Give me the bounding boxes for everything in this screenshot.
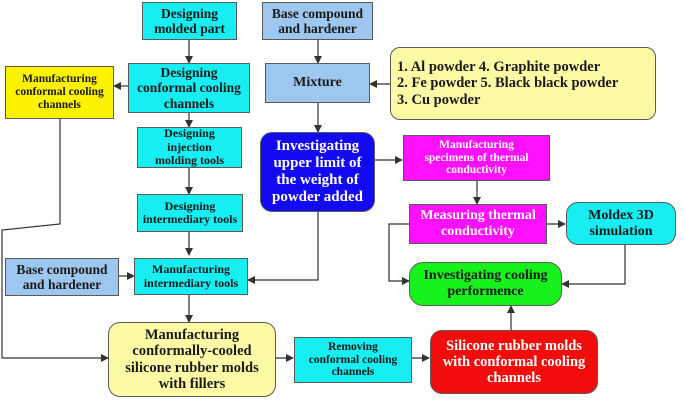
node-silicone-molds-channels: Silicone rubber molds with conformal coo… <box>430 330 598 394</box>
node-designing-molded-part: Designing molded part <box>142 2 237 40</box>
node-label: Mixture <box>293 75 342 91</box>
node-removing-conformal-channels: Removing conformal cooling channels <box>294 337 412 383</box>
node-powders-list: 1. Al powder 4. Graphite powder 2. Fe po… <box>390 47 656 120</box>
node-base-compound-top: Base compound and hardener <box>262 2 373 40</box>
node-label: Designing molded part <box>154 5 225 36</box>
node-manufacturing-intermediary-tools: Manufacturing intermediary tools <box>134 258 248 295</box>
node-moldex-simulation: Moldex 3D simulation <box>566 202 676 245</box>
node-manufacturing-specimens: Manufacturing specimens of thermal condu… <box>403 135 550 181</box>
node-designing-conformal-cooling: Designing conformal cooling channels <box>128 63 250 113</box>
edge-investigating-limit-to-manufacturing-intermediary <box>247 212 319 284</box>
node-designing-injection-tools: Designing injection molding tools <box>137 127 242 168</box>
node-measuring-thermal-conductivity: Measuring thermal conductivity <box>409 204 547 244</box>
node-investigating-cooling-performance: Investigating cooling performence <box>409 262 562 306</box>
node-label: Measuring thermal conductivity <box>420 208 536 239</box>
node-label: 1. Al powder 4. Graphite powder 2. Fe po… <box>397 59 619 108</box>
node-manufacturing-molds-fillers: Manufacturing conformally-cooled silicon… <box>108 322 276 397</box>
node-mixture: Mixture <box>265 63 370 103</box>
node-label: Manufacturing intermediary tools <box>143 262 239 290</box>
node-label: Manufacturing conformal cooling channels <box>15 73 104 111</box>
node-investigating-upper-limit: Investigating upper limit of the weight … <box>260 132 375 212</box>
node-label: Designing conformal cooling channels <box>137 65 241 111</box>
edge-measuring-to-cooling-performance <box>388 223 410 285</box>
node-label: Manufacturing conformally-cooled silicon… <box>125 327 259 392</box>
node-label: Investigating cooling performence <box>423 268 548 299</box>
edge-manufacturing-channels-to-molds-fillers <box>1 119 109 362</box>
node-label: Silicone rubber molds with conformal coo… <box>442 337 586 387</box>
node-label: Manufacturing specimens of thermal condu… <box>424 138 529 177</box>
node-label: Removing conformal cooling channels <box>308 340 398 379</box>
node-base-compound-left: Base compound and hardener <box>5 258 119 296</box>
node-label: Base compound and hardener <box>16 261 108 292</box>
node-label: Base compound and hardener <box>271 5 364 36</box>
edge-moldex-to-cooling-performance <box>561 245 626 288</box>
node-label: Investigating upper limit of the weight … <box>272 138 363 205</box>
node-designing-intermediary-tools: Designing intermediary tools <box>137 194 243 232</box>
node-label: Designing injection molding tools <box>154 126 224 168</box>
node-label: Moldex 3D simulation <box>588 207 654 239</box>
node-manufacturing-conformal-cooling: Manufacturing conformal cooling channels <box>5 66 114 119</box>
node-label: Designing intermediary tools <box>142 198 238 226</box>
